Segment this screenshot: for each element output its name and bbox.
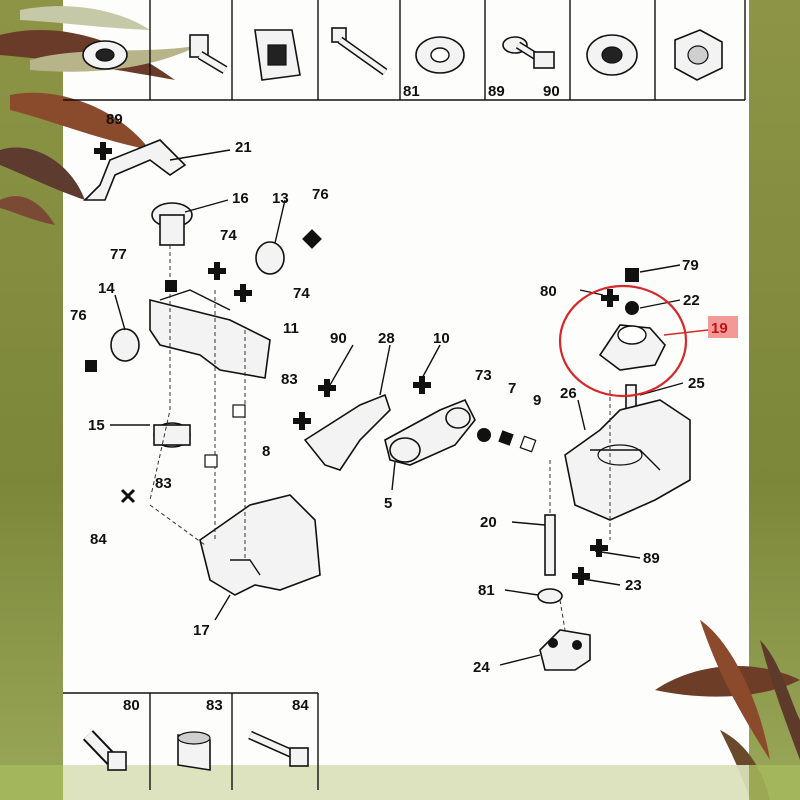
callout-83-lower: 83 xyxy=(155,475,172,492)
stud-bolt-icon xyxy=(331,27,388,76)
callout-84: 84 xyxy=(90,531,107,548)
callout-25: 25 xyxy=(688,375,705,392)
callout-19-highlighted: 19 xyxy=(711,320,728,337)
callout-74-right: 74 xyxy=(293,285,310,302)
callout-79: 79 xyxy=(682,257,699,274)
flange-bolt-80-icon xyxy=(82,730,127,771)
callout-16: 16 xyxy=(232,190,249,207)
right-mount-assembly xyxy=(499,264,738,671)
callout-73: 73 xyxy=(475,367,492,384)
highlight-label-box xyxy=(708,316,738,338)
flanged-washer-icon xyxy=(586,34,638,76)
callout-81: 81 xyxy=(478,582,495,599)
middle-torque-rod-assembly xyxy=(293,344,537,491)
flange-nut-icon xyxy=(82,40,128,70)
strip-label-84: 84 xyxy=(292,697,309,714)
callout-8: 8 xyxy=(262,443,270,460)
screw-with-washer-icon xyxy=(502,36,555,69)
callout-89: 89 xyxy=(106,111,123,128)
callout-74-top: 74 xyxy=(220,227,237,244)
callout-14: 14 xyxy=(98,280,115,297)
top-hardware-strip: 81 89 90 xyxy=(63,0,746,101)
bottom-hardware-strip: 80 83 84 xyxy=(63,692,319,790)
strip-label-83: 83 xyxy=(206,697,223,714)
callout-26: 26 xyxy=(560,385,577,402)
callout-5: 5 xyxy=(384,495,392,512)
bolt-84-icon xyxy=(248,730,309,767)
callout-22: 22 xyxy=(683,292,700,309)
lock-nut-icon xyxy=(674,29,723,81)
strip-label-80: 80 xyxy=(123,697,140,714)
callout-77: 77 xyxy=(110,246,127,263)
callout-10: 10 xyxy=(433,330,450,347)
callout-9: 9 xyxy=(533,392,541,409)
callout-21: 21 xyxy=(235,139,252,156)
callout-24: 24 xyxy=(473,659,490,676)
callout-28: 28 xyxy=(378,330,395,347)
callout-20: 20 xyxy=(480,514,497,531)
callout-76-top: 76 xyxy=(312,186,329,203)
left-mount-assembly xyxy=(83,139,322,621)
callout-7: 7 xyxy=(508,380,516,397)
callout-13: 13 xyxy=(272,190,289,207)
callout-23: 23 xyxy=(625,577,642,594)
highlight-ring xyxy=(558,284,688,398)
strip-label-90: 90 xyxy=(543,83,560,100)
callout-15: 15 xyxy=(88,417,105,434)
callout-11: 11 xyxy=(283,320,299,337)
washer-icon xyxy=(415,36,465,74)
callout-17: 17 xyxy=(193,622,210,639)
callout-83-upper: 83 xyxy=(281,371,298,388)
strip-label-81: 81 xyxy=(403,83,420,100)
callout-90: 90 xyxy=(330,330,347,347)
callout-89-right: 89 xyxy=(643,550,660,567)
callout-76-left: 76 xyxy=(70,307,87,324)
callout-labels: 89 21 16 13 76 77 74 74 14 11 76 90 28 1… xyxy=(70,111,728,676)
bolt-icon xyxy=(189,34,228,74)
callout-80: 80 xyxy=(540,283,557,300)
bushing-83-icon xyxy=(177,731,211,771)
strip-label-89: 89 xyxy=(488,83,505,100)
clip-nut-icon xyxy=(254,29,301,81)
